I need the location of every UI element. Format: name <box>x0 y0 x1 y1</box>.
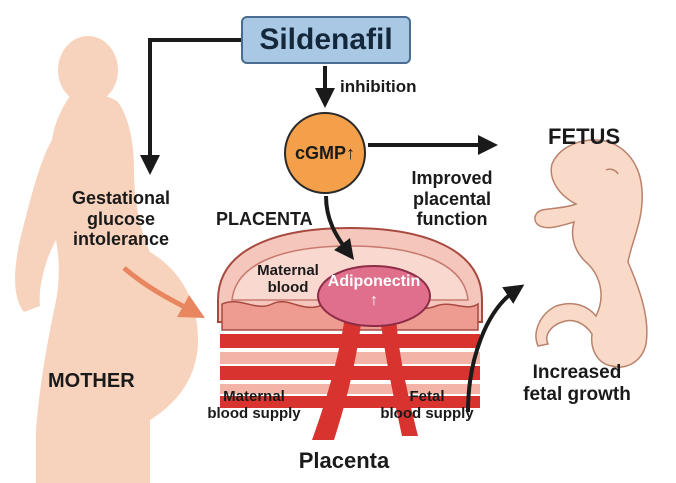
adiponectin-name: Adiponectin <box>327 273 421 290</box>
adiponectin-bubble <box>317 265 431 327</box>
gestational-glucose-label: Gestational glucose intolerance <box>71 188 171 250</box>
placenta-top-label: PLACENTA <box>216 209 313 229</box>
arrow-cgmp-to-placenta <box>324 195 354 261</box>
inhibition-label: inhibition <box>340 77 417 96</box>
adiponectin-arrow: ↑ <box>370 292 378 310</box>
adiponectin-label: Adiponectin ↑ <box>318 272 430 324</box>
maternal-supply-label: Maternal blood supply <box>207 388 301 423</box>
arrow-drug-to-mother <box>140 38 241 175</box>
fetal-supply-label: Fetal blood supply <box>380 388 474 423</box>
drug-box: Sildenafil <box>241 16 411 64</box>
fetus-figure <box>534 139 648 368</box>
maternal-blood-label: Maternal blood <box>257 262 319 297</box>
arrow-placenta-to-fetus <box>466 284 525 413</box>
increased-growth-label: Increased fetal growth <box>523 362 631 405</box>
mother-silhouette <box>15 36 198 483</box>
cgmp-circle: cGMP↑ <box>284 112 366 194</box>
placenta-bottom-label: Placenta <box>298 448 390 473</box>
arrow-mother-to-placenta <box>122 266 205 318</box>
fetus-label: FETUS <box>548 124 621 149</box>
mother-label: MOTHER <box>48 370 135 392</box>
improved-function-label: Improved placental function <box>411 168 493 230</box>
